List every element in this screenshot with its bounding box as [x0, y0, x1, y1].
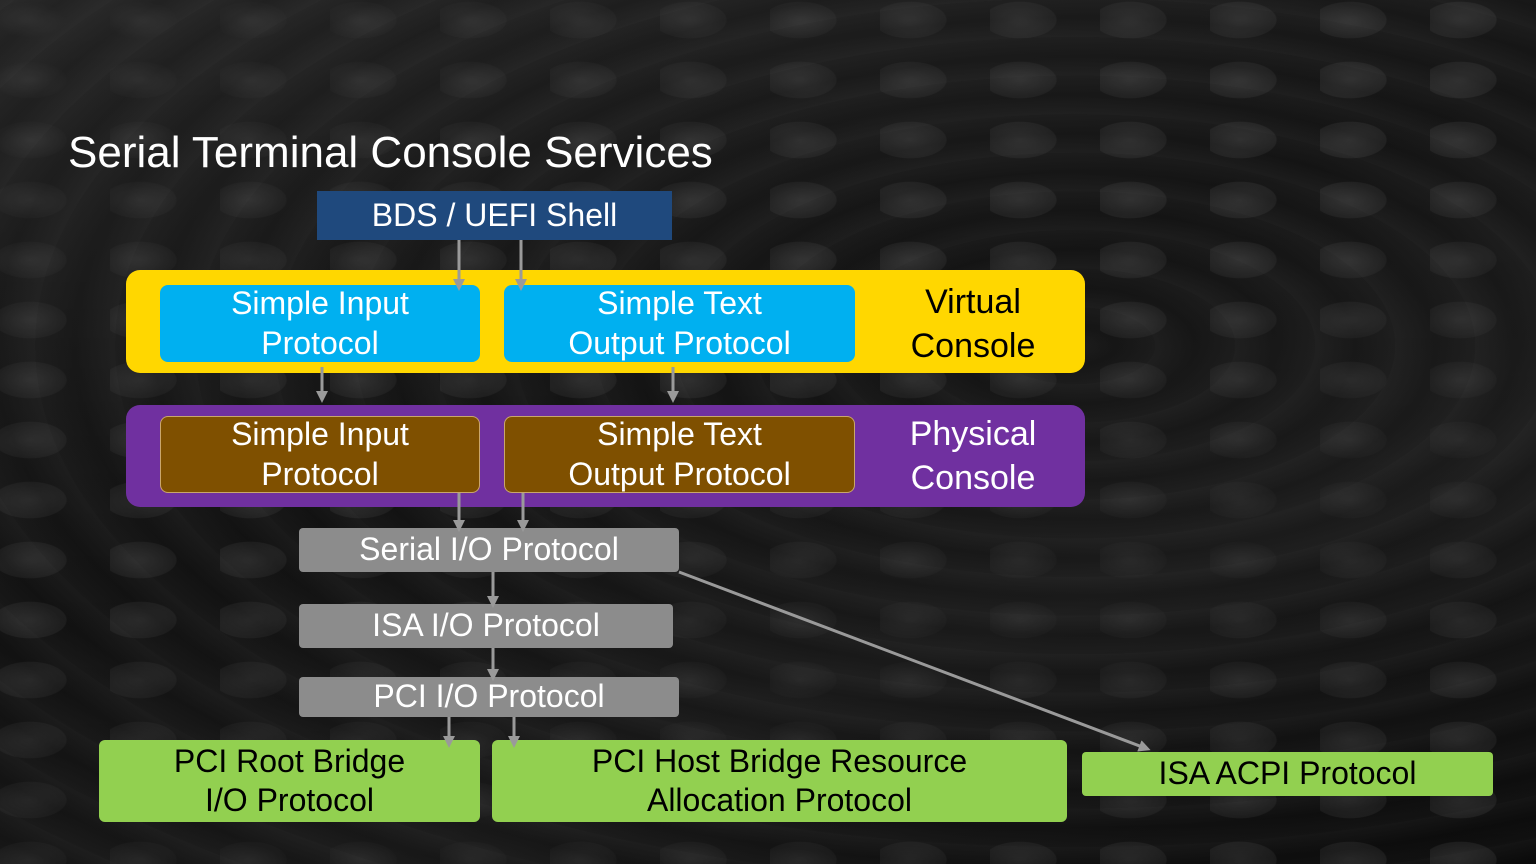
- bds-uefi-shell-box: BDS / UEFI Shell: [317, 191, 672, 240]
- physical-simple-text-output-protocol: Simple Text Output Protocol: [504, 416, 855, 493]
- serial-io-protocol-box: Serial I/O Protocol: [299, 528, 679, 572]
- virtual-simple-input-protocol: Simple Input Protocol: [160, 285, 480, 362]
- virtual-console-label: Virtual Console: [910, 283, 1036, 366]
- page-title: Serial Terminal Console Services: [68, 128, 713, 177]
- physical-simple-input-protocol: Simple Input Protocol: [160, 416, 480, 493]
- pci-io-protocol-box: PCI I/O Protocol: [299, 677, 679, 717]
- pci-root-bridge-io-protocol-box: PCI Root Bridge I/O Protocol: [99, 740, 480, 822]
- physical-console-label: Physical Console: [909, 415, 1037, 498]
- virtual-simple-text-output-protocol: Simple Text Output Protocol: [504, 285, 855, 362]
- isa-acpi-protocol-box: ISA ACPI Protocol: [1082, 752, 1493, 796]
- isa-io-protocol-box: ISA I/O Protocol: [299, 604, 673, 648]
- pci-host-bridge-resource-allocation-box: PCI Host Bridge Resource Allocation Prot…: [492, 740, 1067, 822]
